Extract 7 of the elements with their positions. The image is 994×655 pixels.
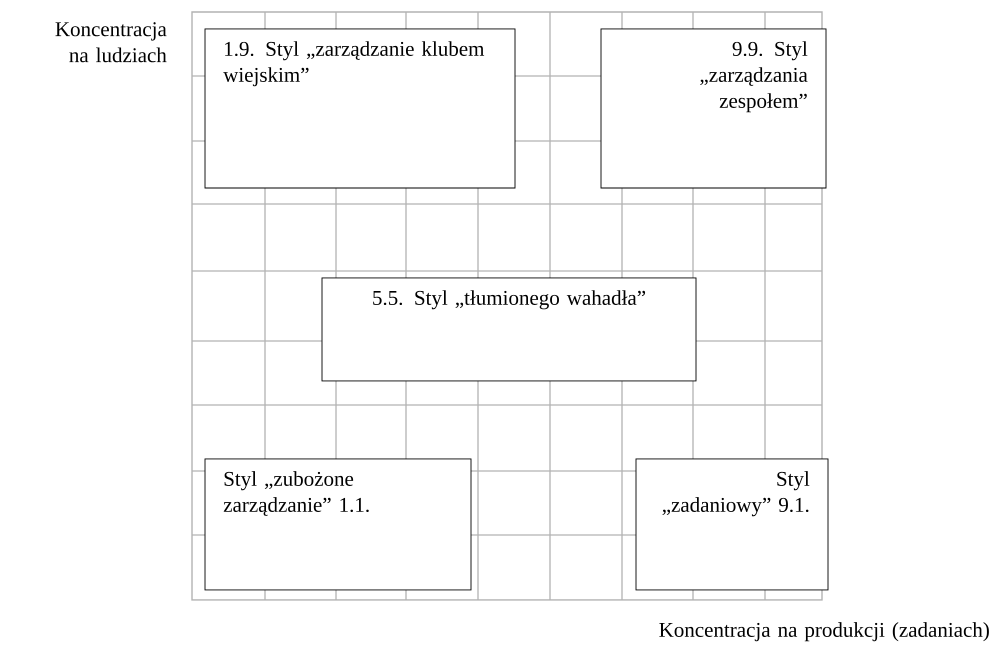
text-box: 9.9. Styl „zarządzania zespołem” <box>600 28 826 188</box>
text-box: Styl „zadaniowy” 9.1. <box>636 458 828 590</box>
axis-label: Koncentracja na ludziach <box>55 22 167 62</box>
text-box: 5.5. Styl „tłumionego wahadła” <box>322 278 696 382</box>
axis-label: Koncentracja na produkcji (zadaniach) <box>659 622 989 642</box>
text-box: Styl „zubożone zarządzanie” 1.1. <box>204 458 472 590</box>
text-box: 1.9. Styl „zarządzanie klubem wiejskim” <box>204 28 516 188</box>
